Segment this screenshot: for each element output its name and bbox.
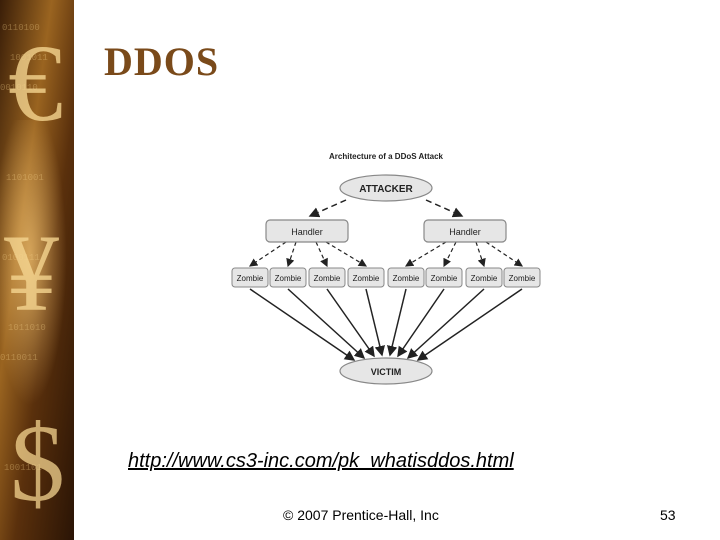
handler-to-zombie-link bbox=[315, 241, 328, 268]
source-link[interactable]: http://www.cs3-inc.com/pk_whatisddos.htm… bbox=[128, 450, 514, 472]
handler-to-zombie-link bbox=[404, 241, 447, 267]
zombie-node bbox=[231, 267, 269, 288]
copyright-footer: © 2007 Prentice-Hall, Inc bbox=[283, 507, 439, 523]
svg-text:1101001: 1101001 bbox=[6, 173, 44, 183]
svg-text:0110011: 0110011 bbox=[0, 353, 38, 363]
yen-icon: ¥ bbox=[4, 212, 59, 334]
handler-to-zombie-link bbox=[325, 241, 368, 267]
handler-label: Handler bbox=[449, 227, 481, 237]
euro-icon: € bbox=[8, 22, 63, 144]
diagram-title: Architecture of a DDoS Attack bbox=[329, 152, 444, 161]
zombie-node bbox=[387, 267, 425, 288]
svg-text:1001011: 1001011 bbox=[10, 53, 48, 63]
zombie-to-victim-arrow bbox=[397, 288, 445, 358]
handler-node bbox=[423, 219, 507, 243]
zombie-node bbox=[269, 267, 307, 288]
handler-to-zombie-link bbox=[443, 241, 457, 268]
decorative-currency-band: 0110100 1001011 0010110 1101001 0100111 … bbox=[0, 0, 74, 540]
zombie-to-victim-arrow bbox=[365, 288, 385, 357]
zombie-node bbox=[503, 267, 541, 288]
dollar-icon: $ bbox=[10, 402, 65, 524]
page-number: 53 bbox=[660, 507, 676, 523]
zombie-node bbox=[308, 267, 346, 288]
handler-label: Handler bbox=[291, 227, 323, 237]
victim-label: VICTIM bbox=[371, 367, 402, 377]
svg-text:0100111: 0100111 bbox=[2, 253, 40, 263]
handler-to-zombie-link bbox=[249, 241, 287, 267]
zombie-to-victim-arrow bbox=[416, 288, 523, 361]
zombie-to-victim-arrow bbox=[326, 288, 375, 358]
zombie-label: Zombie bbox=[393, 274, 420, 283]
zombie-node bbox=[425, 267, 463, 288]
zombie-to-victim-arrow bbox=[387, 288, 407, 357]
zombie-label: Zombie bbox=[237, 274, 264, 283]
zombie-label: Zombie bbox=[275, 274, 302, 283]
svg-text:0110100: 0110100 bbox=[2, 23, 40, 33]
zombie-label: Zombie bbox=[431, 274, 458, 283]
ddos-architecture-diagram: Architecture of a DDoS Attack bbox=[226, 146, 546, 391]
handler-to-zombie-link bbox=[475, 241, 486, 268]
zombie-label: Zombie bbox=[353, 274, 380, 283]
zombie-label: Zombie bbox=[314, 274, 341, 283]
zombie-label: Zombie bbox=[509, 274, 536, 283]
zombie-node bbox=[347, 267, 385, 288]
attacker-label: ATTACKER bbox=[359, 184, 413, 195]
handler-to-zombie-link bbox=[485, 241, 523, 267]
zombie-node bbox=[465, 267, 503, 288]
victim-node bbox=[339, 357, 433, 385]
svg-text:1011010: 1011010 bbox=[8, 323, 46, 333]
svg-text:1001101: 1001101 bbox=[4, 463, 42, 473]
zombie-label: Zombie bbox=[471, 274, 498, 283]
zombie-to-victim-arrow bbox=[406, 288, 485, 360]
attacker-to-handler-link bbox=[425, 199, 464, 218]
attacker-to-handler-link bbox=[308, 199, 347, 218]
zombie-to-victim-arrow bbox=[249, 288, 356, 361]
handler-node bbox=[265, 219, 349, 243]
zombie-to-victim-arrow bbox=[287, 288, 366, 360]
attacker-node bbox=[339, 174, 433, 202]
handler-to-zombie-link bbox=[286, 241, 297, 268]
slide-title: DDOS bbox=[104, 39, 220, 84]
svg-text:0010110: 0010110 bbox=[0, 83, 38, 93]
